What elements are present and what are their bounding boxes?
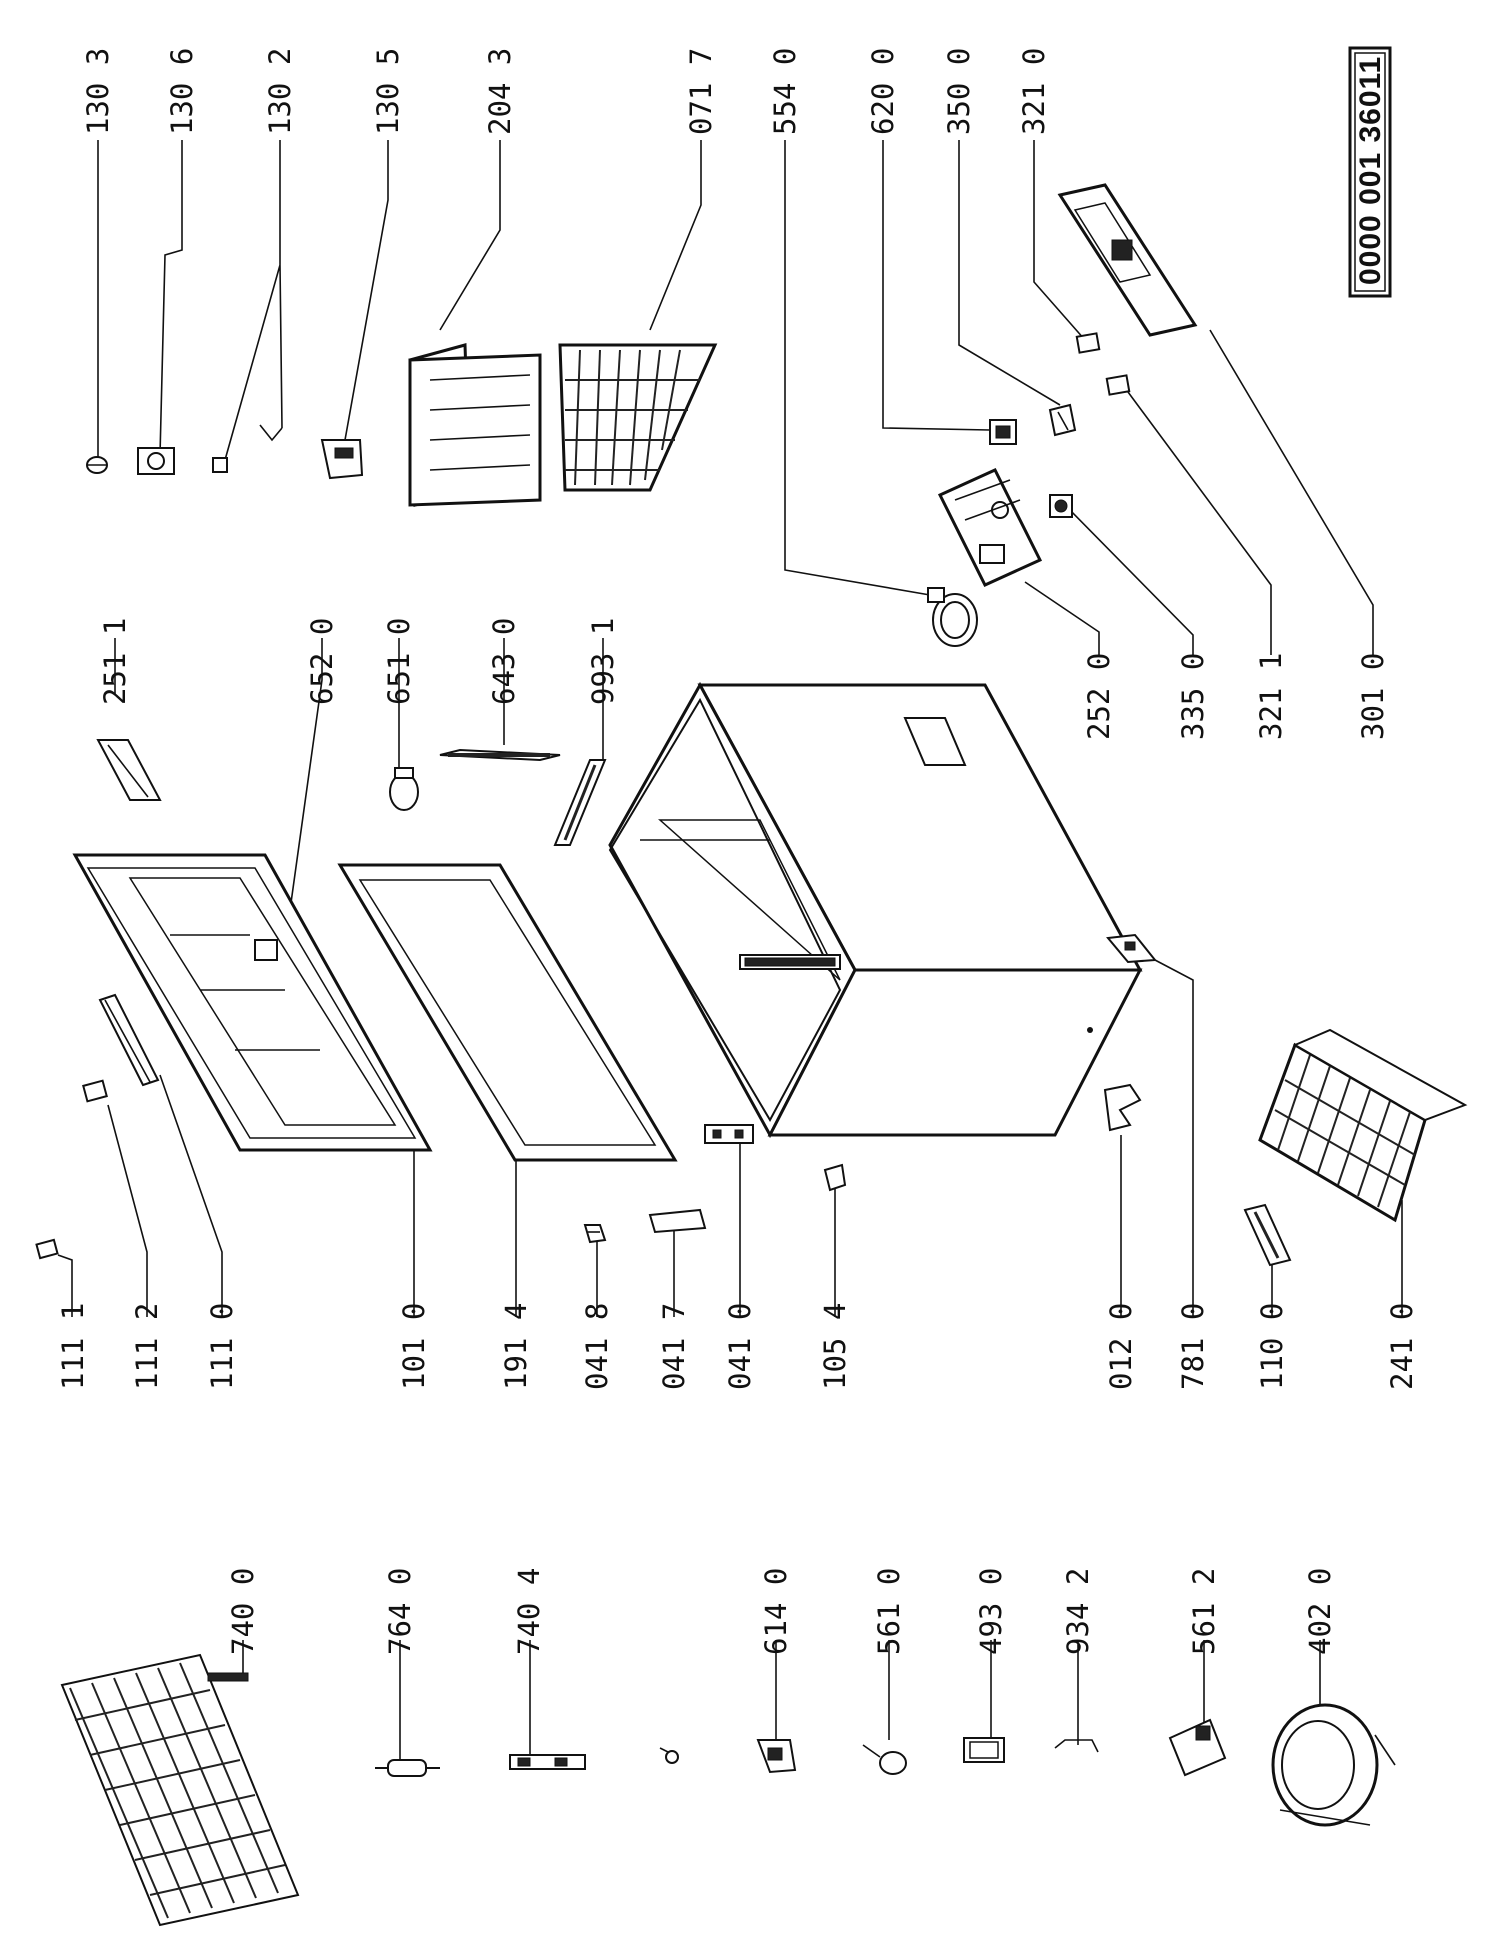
part-130-2: [212, 424, 283, 473]
part-561-0: [862, 1744, 907, 1775]
condenser-coil: [60, 1653, 300, 1927]
label-350-0: 350 0: [942, 48, 976, 135]
label-111-0: 111 0: [205, 1303, 239, 1390]
label-101-0: 101 0: [397, 1303, 431, 1390]
cabinet-body: [608, 681, 1143, 1139]
part-493-0: [963, 1737, 1005, 1763]
part-335-0: [1049, 494, 1073, 518]
filter-drier: [375, 1759, 440, 1777]
label-041-7: 041 7: [657, 1303, 691, 1390]
label-130-3: 130 3: [81, 48, 115, 135]
small-clip: [659, 1747, 679, 1764]
label-241-0: 241 0: [1385, 1303, 1419, 1390]
strip-643-0: [439, 748, 561, 762]
part-130-6: [137, 447, 175, 475]
starter-561-2: [1168, 1718, 1227, 1777]
label-130-5: 130 5: [371, 48, 405, 135]
label-335-0: 335 0: [1176, 653, 1210, 740]
label-130-6: 130 6: [165, 48, 199, 135]
control-panel-301-0: [1057, 183, 1198, 337]
part-321-1: [1105, 374, 1131, 396]
hinge-111-0: [98, 993, 160, 1087]
bracket-740-4: [509, 1754, 586, 1770]
part-350-0: [1048, 403, 1077, 437]
handle-251-1: [96, 739, 162, 801]
label-321-0: 321 0: [1017, 48, 1051, 135]
part-130-5: [320, 439, 364, 480]
shelf-204-3: [408, 343, 542, 507]
grid-panel-071-7: [558, 343, 718, 492]
label-740-4: 740 4: [512, 1568, 546, 1655]
part-620-0: [989, 419, 1017, 445]
label-071-7: 071 7: [684, 48, 718, 135]
part-105-4: [823, 1163, 847, 1192]
part-110-0: [1243, 1203, 1292, 1267]
label-620-0: 620 0: [866, 48, 900, 135]
document-number-box: 0000 001 36011: [1348, 46, 1392, 298]
label-554-0: 554 0: [768, 48, 802, 135]
label-111-2: 111 2: [130, 1303, 164, 1390]
part-321-0: [1075, 332, 1101, 354]
part-130-3: [86, 456, 108, 474]
part-111-2: [82, 1079, 108, 1103]
lid-gasket: [337, 863, 678, 1162]
part-781-0: [1106, 933, 1157, 964]
part-041-7: [648, 1208, 707, 1234]
part-041-0: [704, 1124, 754, 1144]
label-301-0: 301 0: [1356, 653, 1390, 740]
relay-614-0: [756, 1739, 797, 1774]
label-012-0: 012 0: [1104, 1303, 1138, 1390]
label-321-1: 321 1: [1254, 653, 1288, 740]
basket: [1258, 1028, 1468, 1223]
wire-clip-934-2: [1054, 1739, 1099, 1753]
label-041-0: 041 0: [723, 1303, 757, 1390]
part-111-1: [35, 1238, 59, 1260]
label-191-4: 191 4: [499, 1303, 533, 1390]
lid-outer: [72, 853, 433, 1152]
document-number: 0000 001 36011: [1354, 56, 1387, 285]
compressor: [1271, 1703, 1396, 1827]
part-993-1: [553, 759, 607, 846]
label-110-0: 110 0: [1255, 1303, 1289, 1390]
label-041-8: 041 8: [580, 1303, 614, 1390]
label-781-0: 781 0: [1176, 1303, 1210, 1390]
part-041-8: [583, 1224, 607, 1244]
label-252-0: 252 0: [1082, 653, 1116, 740]
knob-651-0: [389, 767, 419, 811]
label-204-3: 204 3: [483, 48, 517, 135]
part-012-0: [1103, 1083, 1142, 1132]
label-111-1: 111 1: [56, 1303, 90, 1390]
label-130-2: 130 2: [263, 48, 297, 135]
label-105-4: 105 4: [818, 1303, 852, 1390]
sensor-554-0: [927, 587, 978, 647]
thermostat-housing: [937, 468, 1043, 587]
